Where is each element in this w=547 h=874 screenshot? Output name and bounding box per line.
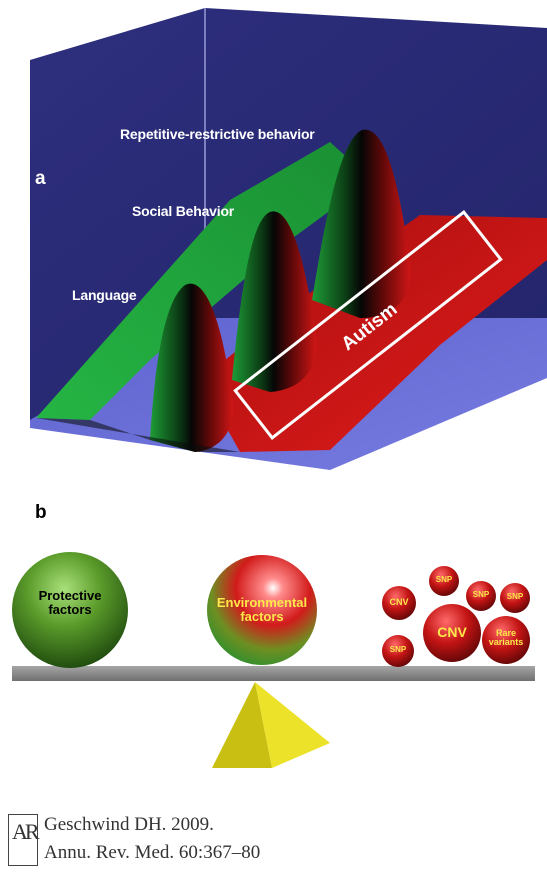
balance-graphic [12,552,535,768]
panel-a-letter: a [35,168,46,189]
genetic-ball-snp-4 [382,635,414,667]
genetic-ball-rare [482,616,530,664]
genetic-label-cnv-large: CNV [437,624,467,640]
environmental-factors-ball [207,555,317,665]
green-surface [36,142,372,420]
ridge-base-shadow [36,418,330,452]
trait-label-social: Social Behavior [132,203,235,219]
balance-beam [12,666,535,681]
genetic-label-snp-1: SNP [435,575,453,584]
panel-b-letter: b [35,502,47,523]
protective-factors-label: Protective factors [38,588,102,617]
genetic-label-cnv-small: CNV [389,597,409,607]
panel-a-landscape: Autism a Repetitive-restrictive behavior… [30,8,547,470]
red-surface [200,215,547,452]
genetic-label-snp-4: SNP [389,645,407,654]
genetic-label-snp-3: SNP [506,592,524,601]
genetic-ball-snp-1 [429,566,459,596]
fulcrum-right-face [255,682,330,768]
genetic-ball-snp-3 [500,583,530,613]
citation-line-2: Annu. Rev. Med. 60:367–80 [44,842,261,863]
trait-label-language: Language [72,287,137,303]
fulcrum-left-face [212,682,272,768]
peak-repetitive [312,129,411,318]
citation-line-1: Geschwind DH. 2009. [44,814,214,835]
annual-reviews-logo-text: AR [12,819,40,844]
landscape-graphic: Autism [30,8,547,470]
trait-label-repetitive: Repetitive-restrictive behavior [120,126,315,142]
peak-social [232,211,317,392]
panel-b-balance: b [0,500,547,800]
environmental-factors-label: Environmental factors [216,595,308,624]
peak-language [150,283,234,452]
genetic-ball-snp-2 [466,581,496,611]
citation: AR Geschwind DH. 2009. Annu. Rev. Med. 6… [0,808,547,874]
protective-factors-ball [12,552,128,668]
genetic-ball-cnv-small [382,586,416,620]
genetic-label-rare: Rare variants [488,628,524,647]
genetic-label-snp-2: SNP [472,590,490,599]
genetic-ball-cnv-large [423,604,481,662]
annual-reviews-logo: AR [8,814,40,866]
